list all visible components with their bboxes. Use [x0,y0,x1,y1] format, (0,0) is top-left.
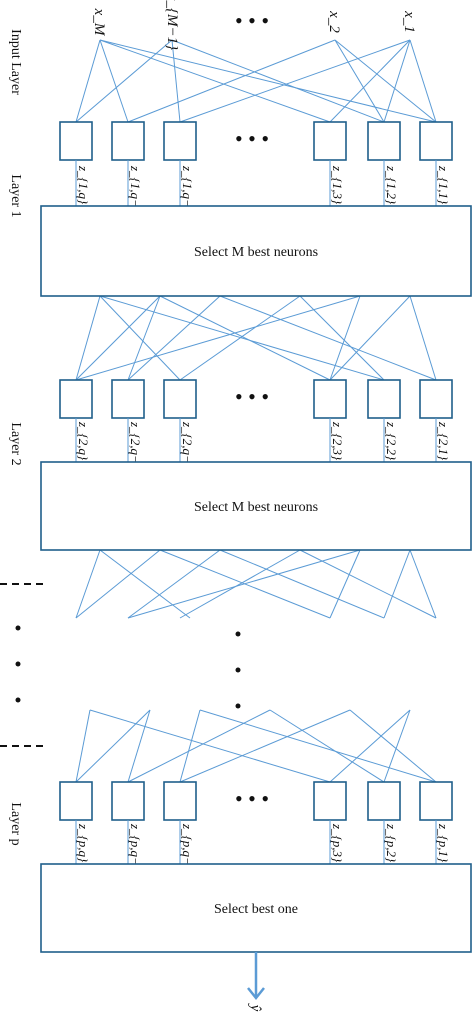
neuron [111,121,145,161]
neuron-row [59,379,453,462]
neuron [313,379,347,419]
neuron-row [59,781,453,864]
vertical-dot [235,631,241,637]
layer-label: Layer 2 [8,422,23,465]
neuron [367,121,401,161]
neuron-ellipsis: • • • [235,786,269,811]
layer-label: Layer p [8,802,23,845]
neuron [313,121,347,161]
neuron [163,121,197,161]
selector-label: Select best one [214,902,298,917]
neuron [367,781,401,821]
neuron [367,379,401,419]
neuron [111,379,145,419]
input-label: x_1 [401,10,417,33]
vertical-dot [15,697,21,703]
output-arrow [247,952,265,1001]
neuron [59,379,93,419]
neuron-output-label: z_{2,1} [436,421,451,461]
layer-1: Layer 1 • • • z_{1,q} z_{1,q−1} z_{1,q−2… [8,121,472,297]
vertical-dot [15,661,21,667]
selector-label: Select M best neurons [194,245,318,260]
neuron [163,379,197,419]
input-labels: x_M x_{M−1} x_2 x_1 [91,0,417,50]
neuron-output-label: z_{p,3} [330,823,345,863]
vertical-dot [15,625,21,631]
input-label: x_M [91,8,107,37]
selector-box [40,205,472,297]
neuron [111,781,145,821]
output-label: ŷ [247,1003,263,1012]
neuron [59,781,93,821]
neuron-output-label: z_{p,2} [384,823,399,863]
layer2-outgoing-connections [75,549,437,619]
layerp-incoming-connections [75,709,437,783]
input-label: x_2 [326,10,342,33]
input-label: x_{M−1} [164,0,180,50]
neuron [163,781,197,821]
layer1-to-layer2-connections [75,295,437,381]
layer-p: Layer p • • • z_{p,q} z_{p,q−1} z_{p,q−2… [8,781,472,953]
input-layer-label: Input Layer [8,29,23,95]
neuron-output-label: z_{1,2} [384,165,399,205]
neuron [419,379,453,419]
layer-label: Layer 1 [8,174,23,217]
input-ellipsis: • • • [235,8,269,33]
vertical-dot [235,703,241,709]
neuron-output-label: z_{1,q} [76,165,91,205]
neuron [59,121,93,161]
input-connections [75,39,437,123]
selector-label: Select M best neurons [194,500,318,515]
neuron-output-label: z_{2,q} [76,421,91,461]
neuron [419,781,453,821]
neuron [419,121,453,161]
vertical-dot [235,667,241,673]
neuron-row [59,121,453,206]
neuron-output-label: z_{p,1} [436,823,451,863]
neuron-output-label: z_{1,1} [436,165,451,205]
neuron-ellipsis: • • • [235,384,269,409]
neuron-output-label: z_{p,q} [76,823,91,863]
neuron-output-label: z_{2,2} [384,421,399,461]
layer-continuation [0,583,241,747]
neuron-ellipsis: • • • [235,126,269,151]
neuron [313,781,347,821]
selector-box [40,461,472,551]
neuron-output-label: z_{1,3} [330,165,345,205]
neuron-output-label: z_{2,3} [330,421,345,461]
layer-2: Layer 2 • • • z_{2,q} z_{2,q−1} z_{2,q−2… [8,379,472,551]
